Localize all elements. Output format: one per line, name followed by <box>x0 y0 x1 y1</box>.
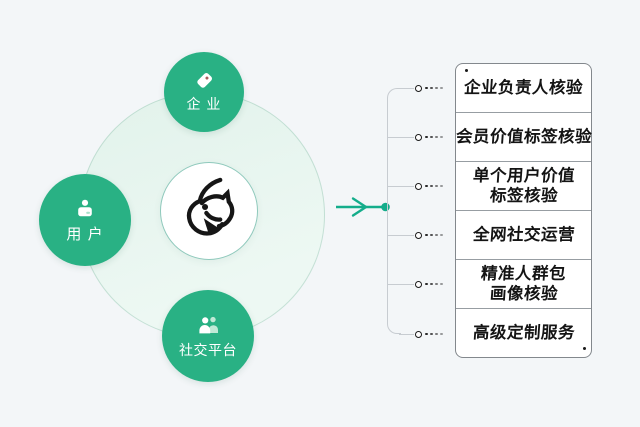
branch-line <box>387 136 414 138</box>
connector-branch-3 <box>387 182 445 190</box>
service-label: 画像核验 <box>488 285 559 303</box>
branch-node-dot <box>415 280 422 288</box>
hub-logo-circle <box>160 162 258 260</box>
service-label: 单个用户价值 <box>471 166 576 185</box>
connector-branch-6 <box>387 330 445 338</box>
connector-branch-2 <box>387 133 445 141</box>
service-label: 精准人群包 <box>480 264 567 283</box>
service-row-4: 全网社交运营 <box>456 211 591 260</box>
service-row-5: 精准人群包 画像核验 <box>456 260 591 309</box>
person-icon <box>73 196 97 220</box>
branch-node-dot <box>415 182 422 190</box>
branch-node-dot <box>415 330 422 338</box>
branch-line <box>399 333 414 335</box>
satellite-label-user: 用 户 <box>66 226 104 243</box>
people-icon <box>196 313 221 337</box>
service-row-1: 企业负责人核验 <box>456 64 591 113</box>
branch-node-dot <box>415 231 422 239</box>
services-panel: 企业负责人核验 会员价值标签核验 单个用户价值 标签核验 全网社交运营 精准人群… <box>455 63 592 358</box>
branch-line <box>387 234 414 236</box>
decorative-dot <box>465 69 468 72</box>
connector-branch-4 <box>387 231 445 239</box>
service-row-3: 单个用户价值 标签核验 <box>456 162 591 211</box>
branch-line <box>399 87 414 89</box>
satellite-label-social: 社交平台 <box>179 341 237 358</box>
branch-line <box>387 283 414 285</box>
connector-bracket <box>387 88 401 334</box>
connector-branch-1 <box>387 84 445 92</box>
satellite-user: 用 户 <box>39 174 131 266</box>
xianyu-fish-logo-icon <box>176 176 242 247</box>
service-label: 标签核验 <box>488 187 559 205</box>
tag-icon <box>194 70 215 91</box>
service-label: 全网社交运营 <box>471 225 576 244</box>
service-label: 企业负责人核验 <box>463 78 584 97</box>
service-label: 会员价值标签核验 <box>454 127 593 146</box>
satellite-label-enterprise: 企 业 <box>186 96 222 112</box>
branch-line <box>387 185 414 187</box>
satellite-social-platform: 社交平台 <box>162 290 254 382</box>
satellite-enterprise: 企 业 <box>164 52 244 132</box>
flow-arrow <box>336 197 390 217</box>
service-row-2: 会员价值标签核验 <box>454 113 593 162</box>
service-label: 高级定制服务 <box>471 323 576 342</box>
decorative-dot <box>583 347 586 350</box>
connector-branch-5 <box>387 280 445 288</box>
branch-node-dot <box>415 84 422 92</box>
branch-node-dot <box>415 133 422 141</box>
service-row-6: 高级定制服务 <box>456 309 591 357</box>
